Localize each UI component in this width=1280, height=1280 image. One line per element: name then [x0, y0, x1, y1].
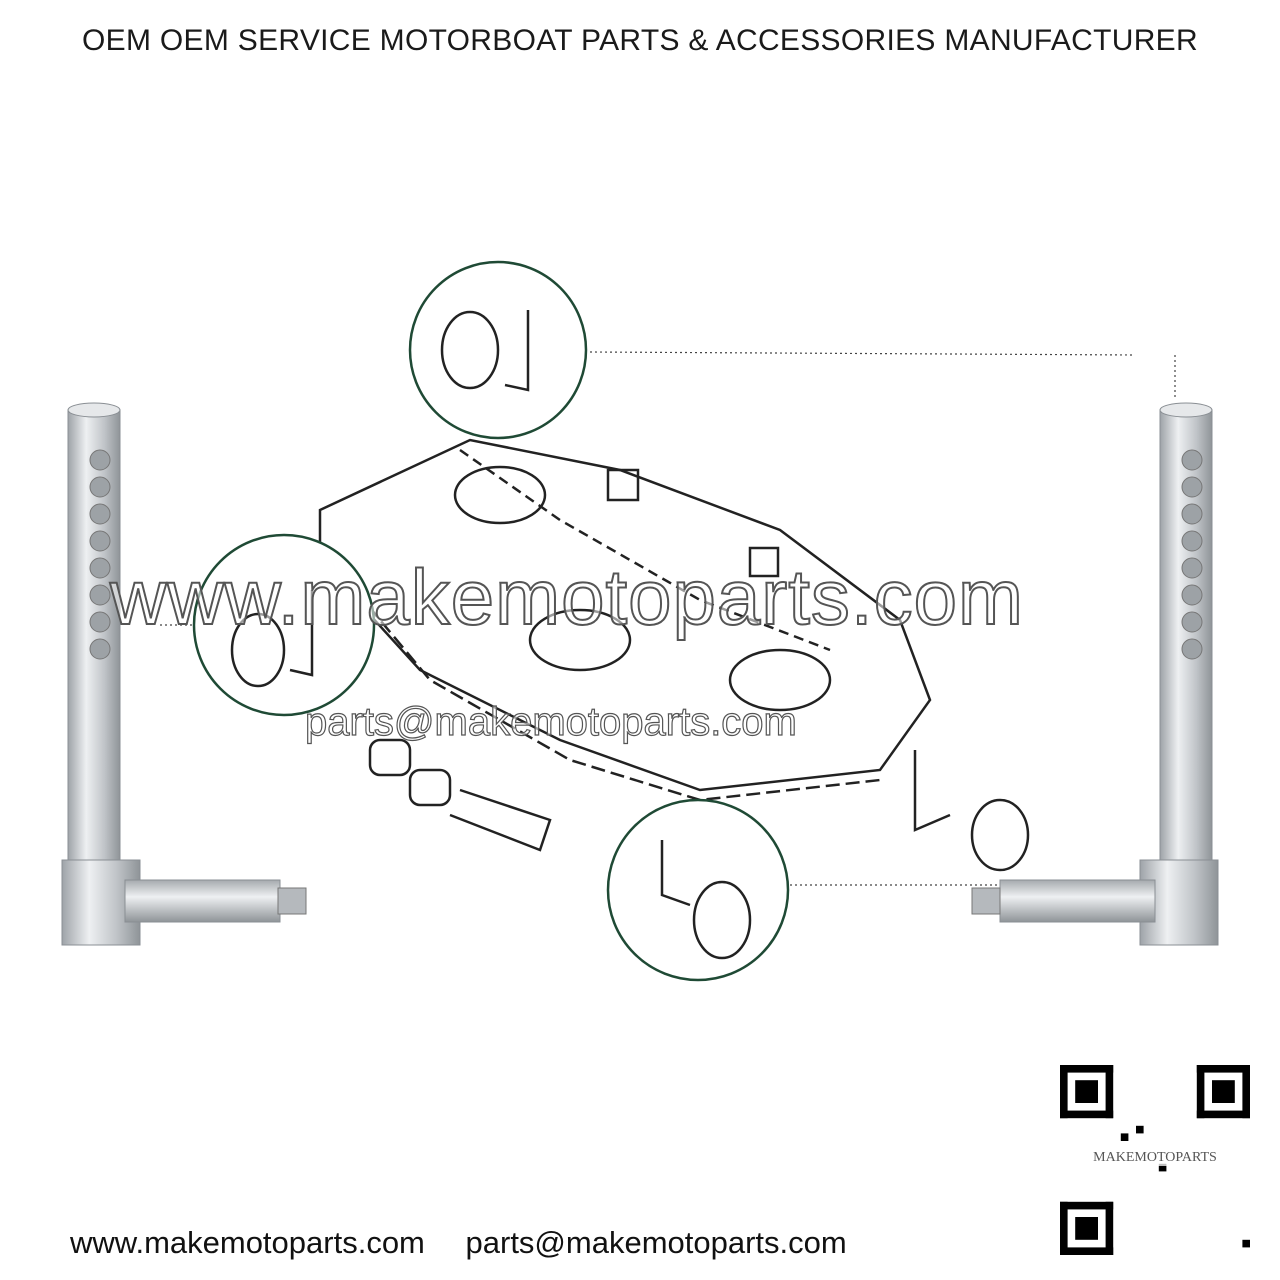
- pin-hole: [89, 449, 111, 471]
- pin-hole: [1181, 449, 1203, 471]
- pin-hole: [89, 476, 111, 498]
- watermark-email: parts@makemotoparts.com: [304, 699, 797, 744]
- pin-hole: [1181, 530, 1203, 552]
- pin-hole: [1181, 611, 1203, 633]
- pin-hole: [89, 638, 111, 660]
- pin-hole: [89, 584, 111, 606]
- pin-hole: [1181, 503, 1203, 525]
- watermark-website: www.makemotoparts.com: [109, 552, 1024, 642]
- pin-hole: [89, 530, 111, 552]
- pin-hole: [1181, 557, 1203, 579]
- page-title: OEM OEM SERVICE MOTORBOAT PARTS & ACCESS…: [82, 24, 1198, 57]
- pin-hole: [1181, 476, 1203, 498]
- pin-hole: [89, 503, 111, 525]
- pin-hole: [89, 557, 111, 579]
- qr-code: [1060, 1065, 1250, 1255]
- mower-deck: [318, 438, 1030, 872]
- footer-contact: www.makemotoparts.com parts@makemotopart…: [70, 1225, 879, 1261]
- pin-hole: [89, 611, 111, 633]
- leader-lines: [160, 351, 1176, 886]
- callout-circle-bottom: [606, 798, 790, 982]
- qr-label: MAKEMOTOPARTS: [1060, 1150, 1250, 1166]
- footer-email[interactable]: parts@makemotoparts.com: [465, 1225, 847, 1260]
- spindle-pin-right: [971, 402, 1219, 946]
- pin-hole: [1181, 584, 1203, 606]
- footer-website[interactable]: www.makemotoparts.com: [70, 1225, 425, 1260]
- pin-hole: [1181, 638, 1203, 660]
